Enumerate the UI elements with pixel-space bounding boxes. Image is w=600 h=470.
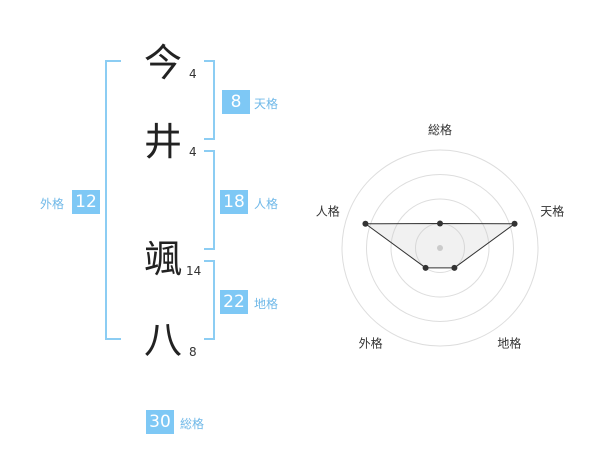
radar-axis-label-2: 天格 bbox=[540, 204, 564, 219]
jinkaku-bracket bbox=[204, 150, 215, 250]
stroke-count-2: 4 bbox=[189, 145, 197, 159]
jinkaku-label: 人格 bbox=[254, 197, 279, 211]
radar-point-1 bbox=[437, 220, 443, 227]
soukaku-label: 総格 bbox=[180, 417, 205, 431]
gaikaku-bracket bbox=[105, 60, 121, 340]
gaikaku-label: 外格 bbox=[40, 197, 65, 211]
name-char-3: 颯 bbox=[143, 237, 182, 281]
stroke-count-1: 4 bbox=[189, 67, 197, 81]
tenkaku-label: 天格 bbox=[254, 97, 279, 111]
radar-point-5 bbox=[362, 220, 369, 227]
radar-data-polygon bbox=[363, 222, 517, 269]
chikaku-bracket bbox=[204, 260, 215, 340]
radar-ring-4 bbox=[341, 149, 539, 347]
soukaku-value-box: 30 bbox=[146, 410, 174, 434]
radar-ring-3 bbox=[366, 174, 514, 322]
stroke-count-4: 8 bbox=[189, 345, 197, 359]
radar-axis-label-4: 外格 bbox=[359, 335, 383, 350]
radar-point-2 bbox=[511, 220, 518, 227]
radar-points bbox=[362, 220, 518, 271]
radar-axis-label-3: 地格 bbox=[497, 335, 521, 350]
chikaku-value-box: 22 bbox=[220, 290, 248, 314]
radar-point-4 bbox=[422, 264, 429, 271]
radar-ring-2 bbox=[390, 198, 490, 298]
tenkaku-bracket bbox=[204, 60, 215, 140]
radar-center-dot bbox=[437, 245, 443, 251]
radar-rings bbox=[341, 149, 539, 347]
gaikaku-value-box: 12 bbox=[72, 190, 100, 214]
tenkaku-value-box: 8 bbox=[222, 90, 250, 114]
name-char-4: 八 bbox=[143, 318, 182, 362]
name-char-1: 今 bbox=[143, 41, 182, 85]
radar-point-3 bbox=[451, 264, 458, 271]
jinkaku-value-box: 18 bbox=[220, 190, 248, 214]
stroke-count-3: 14 bbox=[186, 264, 202, 278]
radar-axis-label-1: 総格 bbox=[428, 122, 452, 137]
radar-axis-label-5: 人格 bbox=[316, 204, 340, 219]
chikaku-label: 地格 bbox=[254, 297, 279, 311]
name-char-2: 井 bbox=[143, 120, 182, 164]
